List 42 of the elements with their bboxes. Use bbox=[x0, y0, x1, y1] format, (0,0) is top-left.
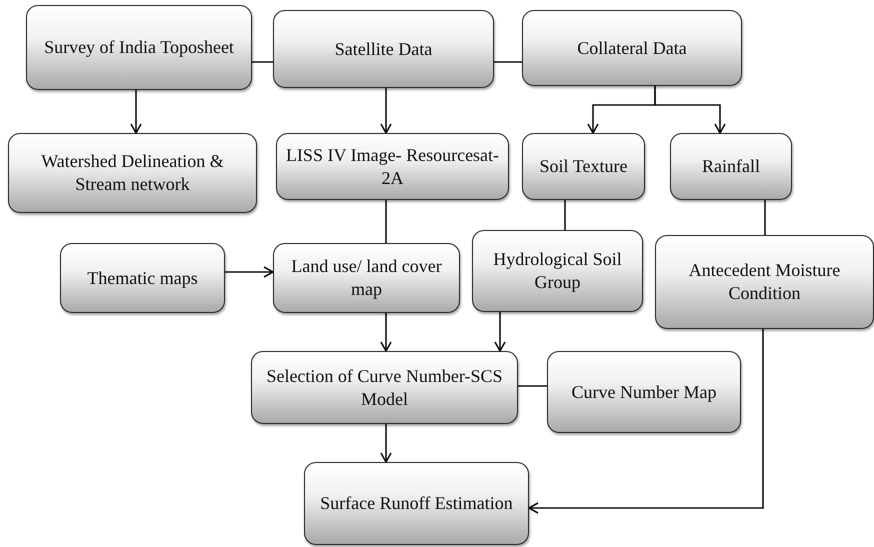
box-label: Watershed Delineation & Stream network bbox=[40, 150, 225, 196]
process-box bbox=[8, 133, 257, 213]
process-box bbox=[670, 133, 792, 200]
process-box bbox=[547, 351, 741, 433]
process-box bbox=[522, 133, 645, 200]
box-label: Antecedent Moisture Condition bbox=[688, 259, 842, 305]
connector-line bbox=[252, 61, 273, 63]
box-label: Soil Texture bbox=[540, 155, 628, 178]
process-box bbox=[273, 10, 494, 88]
box-label: Land use/ land cover map bbox=[290, 255, 443, 301]
arrow bbox=[528, 329, 764, 514]
process-box bbox=[251, 351, 518, 424]
box-label: Thematic maps bbox=[87, 266, 198, 290]
arrow bbox=[654, 86, 726, 134]
process-box bbox=[522, 10, 742, 86]
connector-line bbox=[564, 200, 566, 230]
process-box bbox=[60, 243, 225, 313]
box-label: Hydrological Soil Group bbox=[492, 248, 623, 294]
box-label: Rainfall bbox=[702, 155, 760, 178]
arrow bbox=[380, 88, 392, 134]
process-box bbox=[276, 133, 509, 200]
box-label: Collateral Data bbox=[577, 36, 687, 60]
box-label: Surface Runoff Estimation bbox=[320, 492, 513, 515]
arrow bbox=[130, 90, 142, 134]
box-label: Curve Number Map bbox=[572, 380, 716, 404]
connector-line bbox=[518, 385, 547, 387]
box-label: Selection of Curve Number-SCS Model bbox=[265, 364, 504, 410]
connector-line bbox=[764, 200, 766, 235]
arrow bbox=[380, 424, 392, 463]
arrow bbox=[494, 312, 506, 352]
box-label: LISS IV Image- Resourcesat- 2A bbox=[284, 144, 500, 190]
process-box bbox=[655, 235, 874, 329]
arrow bbox=[380, 313, 392, 352]
connector-line bbox=[385, 200, 387, 243]
box-label: Satellite Data bbox=[334, 38, 432, 60]
process-box bbox=[304, 462, 529, 545]
process-box bbox=[472, 230, 643, 312]
process-box bbox=[273, 243, 460, 313]
connector-line bbox=[494, 61, 522, 63]
arrow bbox=[225, 266, 274, 278]
box-label: Survey of India Toposheet bbox=[44, 36, 234, 59]
process-box bbox=[26, 5, 252, 90]
